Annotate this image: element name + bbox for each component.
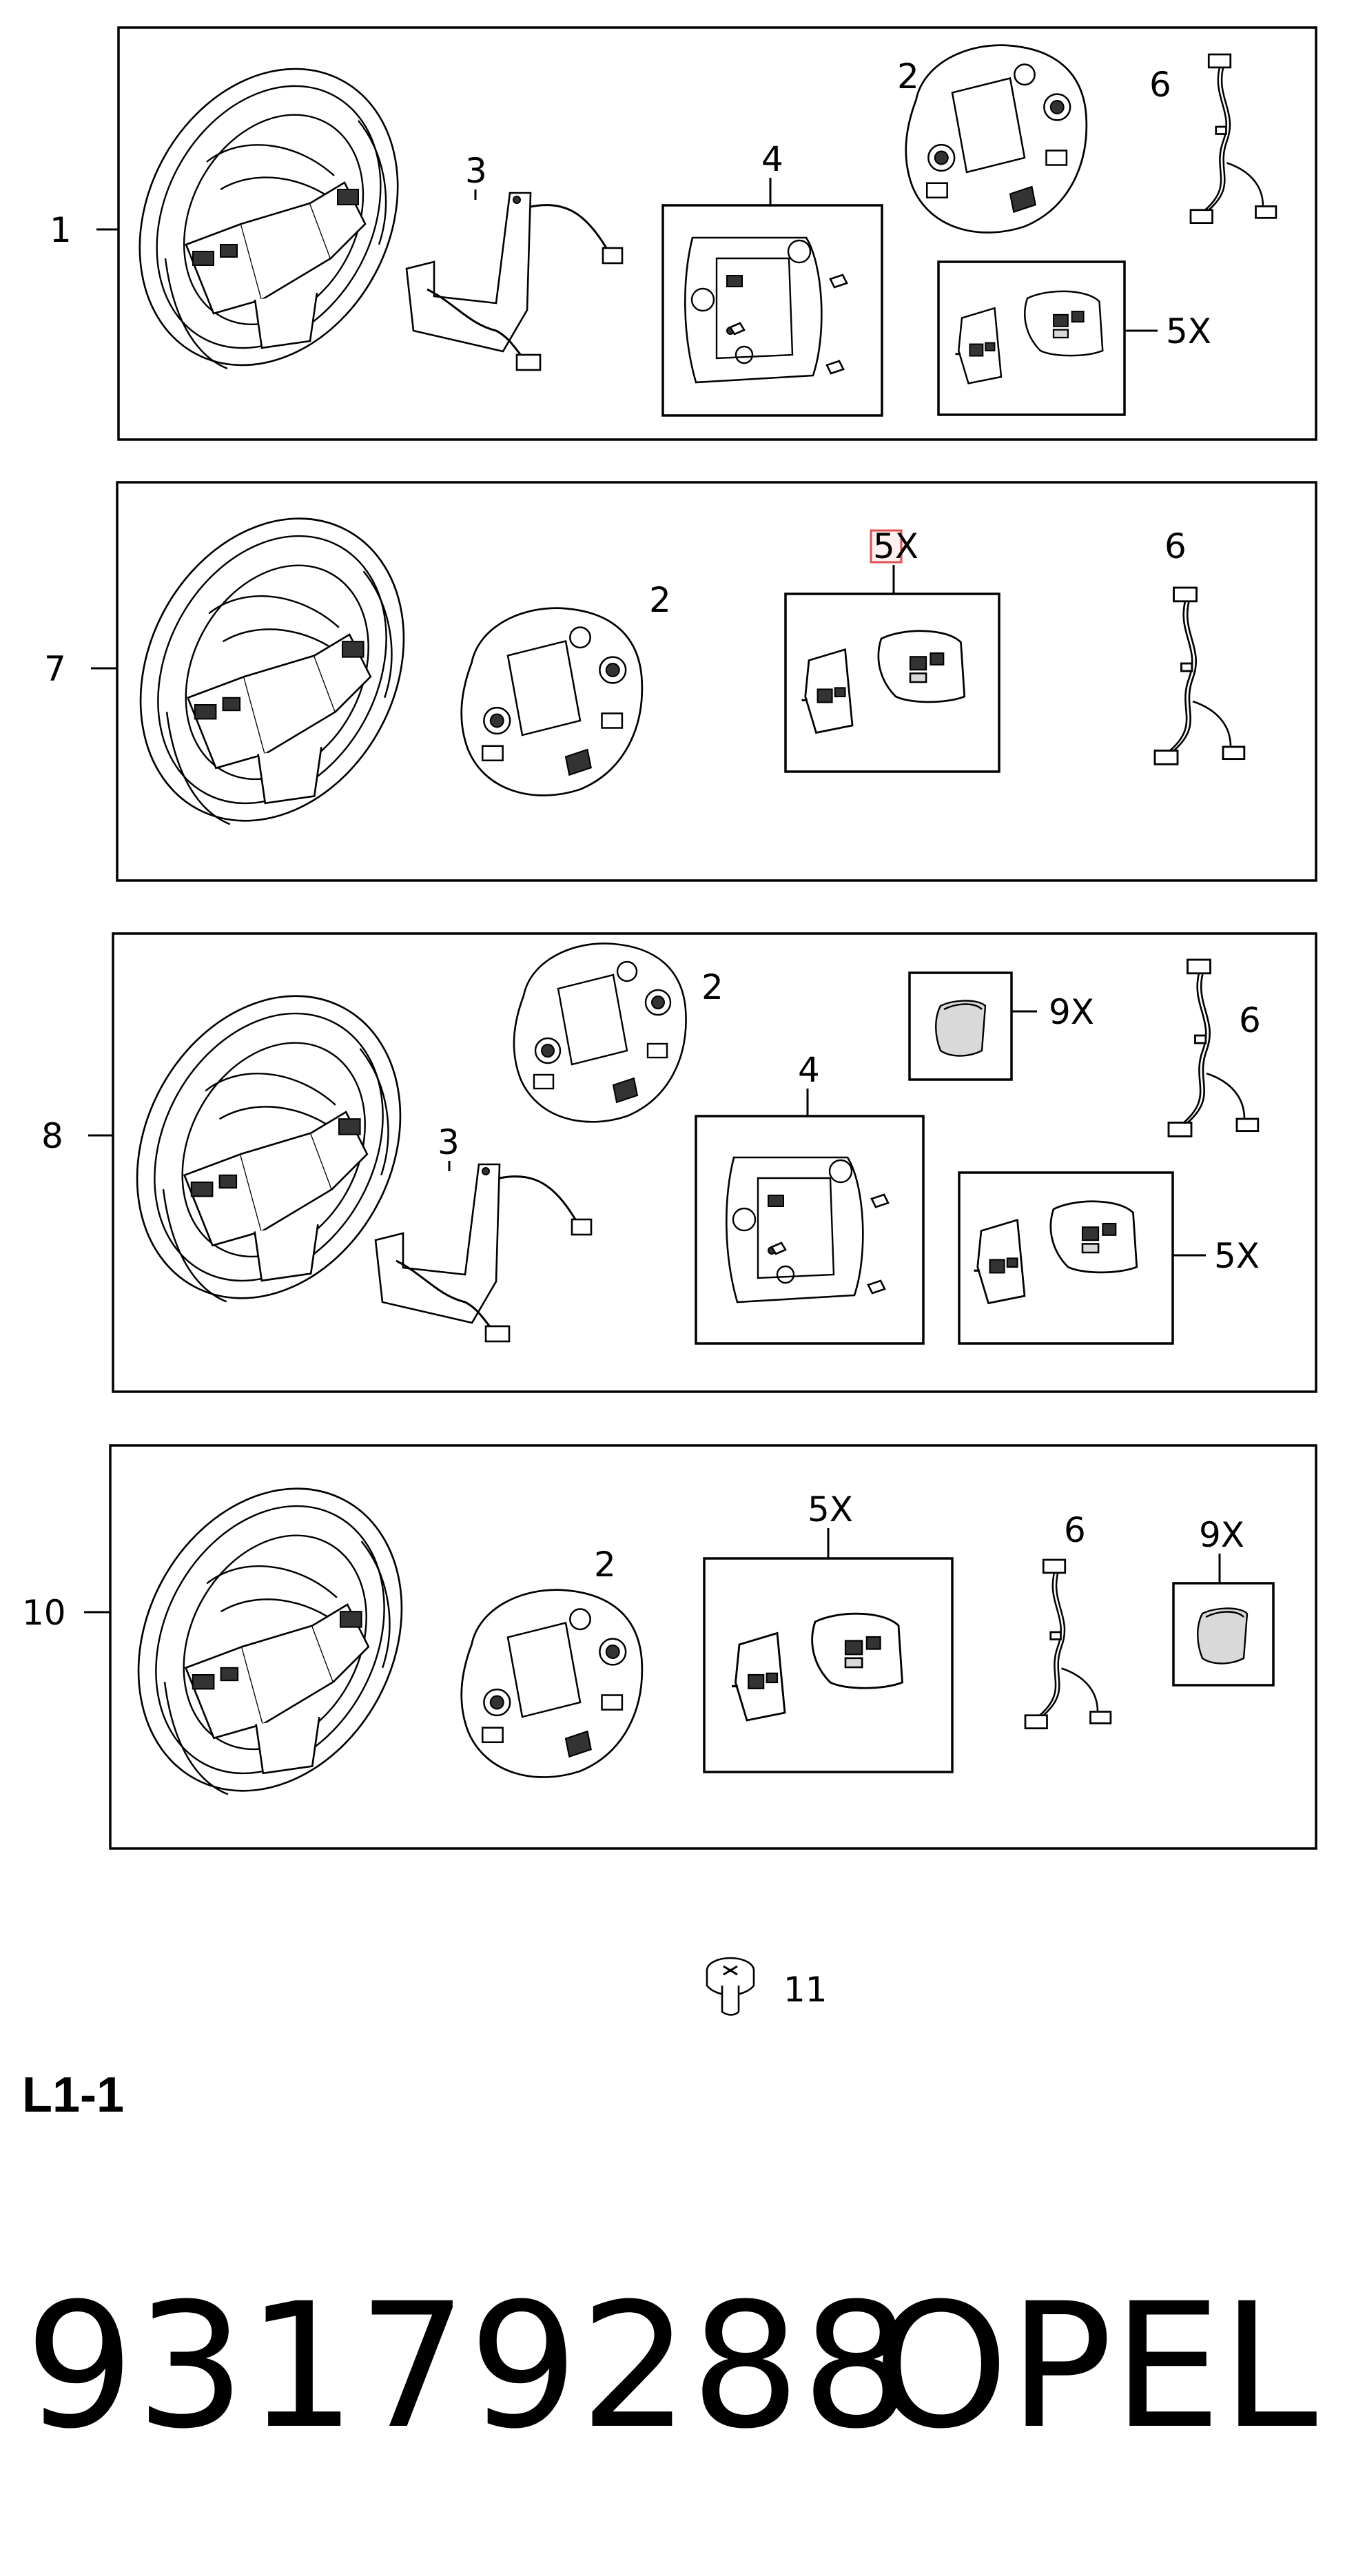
callout-6: 6 (1149, 65, 1171, 105)
callout-5x: 5X (873, 526, 918, 566)
group-label: L1-1 (22, 2068, 125, 2123)
bracket-illustration (405, 192, 624, 371)
callout-2: 2 (897, 56, 919, 96)
group-7: 7 2 5X 6 (44, 471, 1317, 882)
callout-5x: 5X (808, 1490, 853, 1529)
callout-7: 7 (44, 649, 66, 689)
back-cover-illustration (905, 44, 1088, 234)
group-1-frame (117, 26, 1317, 441)
gasket-illustration (684, 236, 848, 384)
steering-wheel-illustration (86, 1441, 454, 1838)
callout-9x: 9X (1199, 1515, 1244, 1555)
back-cover-illustration (513, 942, 687, 1123)
callout-9x: 9X (1049, 992, 1094, 1032)
callout-1: 1 (50, 210, 72, 250)
screw-illustration (706, 1957, 755, 2016)
callout-2: 2 (594, 1545, 616, 1585)
trim-illustration (1197, 1607, 1249, 1665)
trim-illustration (935, 1000, 987, 1057)
harness-illustration (1024, 1558, 1112, 1730)
group-8: 8 2 9X 6 3 4 5X (41, 932, 1317, 1393)
callout-4: 4 (798, 1050, 820, 1090)
callout-3: 3 (465, 151, 487, 191)
back-cover-illustration (460, 607, 644, 796)
steering-wheel-illustration (88, 22, 449, 412)
switch-pair-illustration (954, 290, 1104, 384)
callout-5x: 5X (1166, 311, 1211, 351)
harness-illustration (1189, 53, 1277, 225)
callout-6: 6 (1164, 526, 1187, 566)
steering-wheel-illustration (88, 471, 456, 868)
back-cover-illustration (460, 1589, 644, 1778)
callout-6: 6 (1239, 1000, 1261, 1040)
part-number: 93179288 (25, 2266, 913, 2466)
callout-5x: 5X (1214, 1236, 1260, 1276)
callout-2: 2 (649, 580, 671, 620)
switch-pair-illustration (972, 1200, 1138, 1305)
brand-name: OPEL (873, 2266, 1317, 2466)
group-1: 1 3 4 2 6 5X (50, 22, 1317, 441)
highlight-box (870, 529, 903, 564)
callout-8: 8 (41, 1116, 63, 1156)
switch-pair-illustration (800, 630, 966, 734)
gasket-illustration (726, 1156, 890, 1304)
callout-3: 3 (438, 1122, 460, 1162)
callout-2: 2 (701, 967, 723, 1007)
group-8-frame (112, 932, 1317, 1393)
group-10-frame (109, 1444, 1317, 1850)
callout-10: 10 (22, 1593, 66, 1633)
group-10: 10 2 5X 6 9X (22, 1441, 1317, 1850)
switch-pair-illustration (730, 1612, 904, 1722)
callout-11: 11 (783, 1970, 828, 2010)
callout-6: 6 (1064, 1510, 1086, 1550)
harness-illustration (1153, 586, 1246, 765)
harness-illustration (1167, 958, 1260, 1137)
callout-4: 4 (761, 139, 783, 179)
group-7-frame (116, 481, 1317, 882)
screw-group: 11 (706, 1957, 828, 2016)
parts-diagram: 1 3 4 2 6 5X 7 2 5X 6 8 (22, 22, 1317, 2016)
bracket-illustration (374, 1163, 593, 1343)
